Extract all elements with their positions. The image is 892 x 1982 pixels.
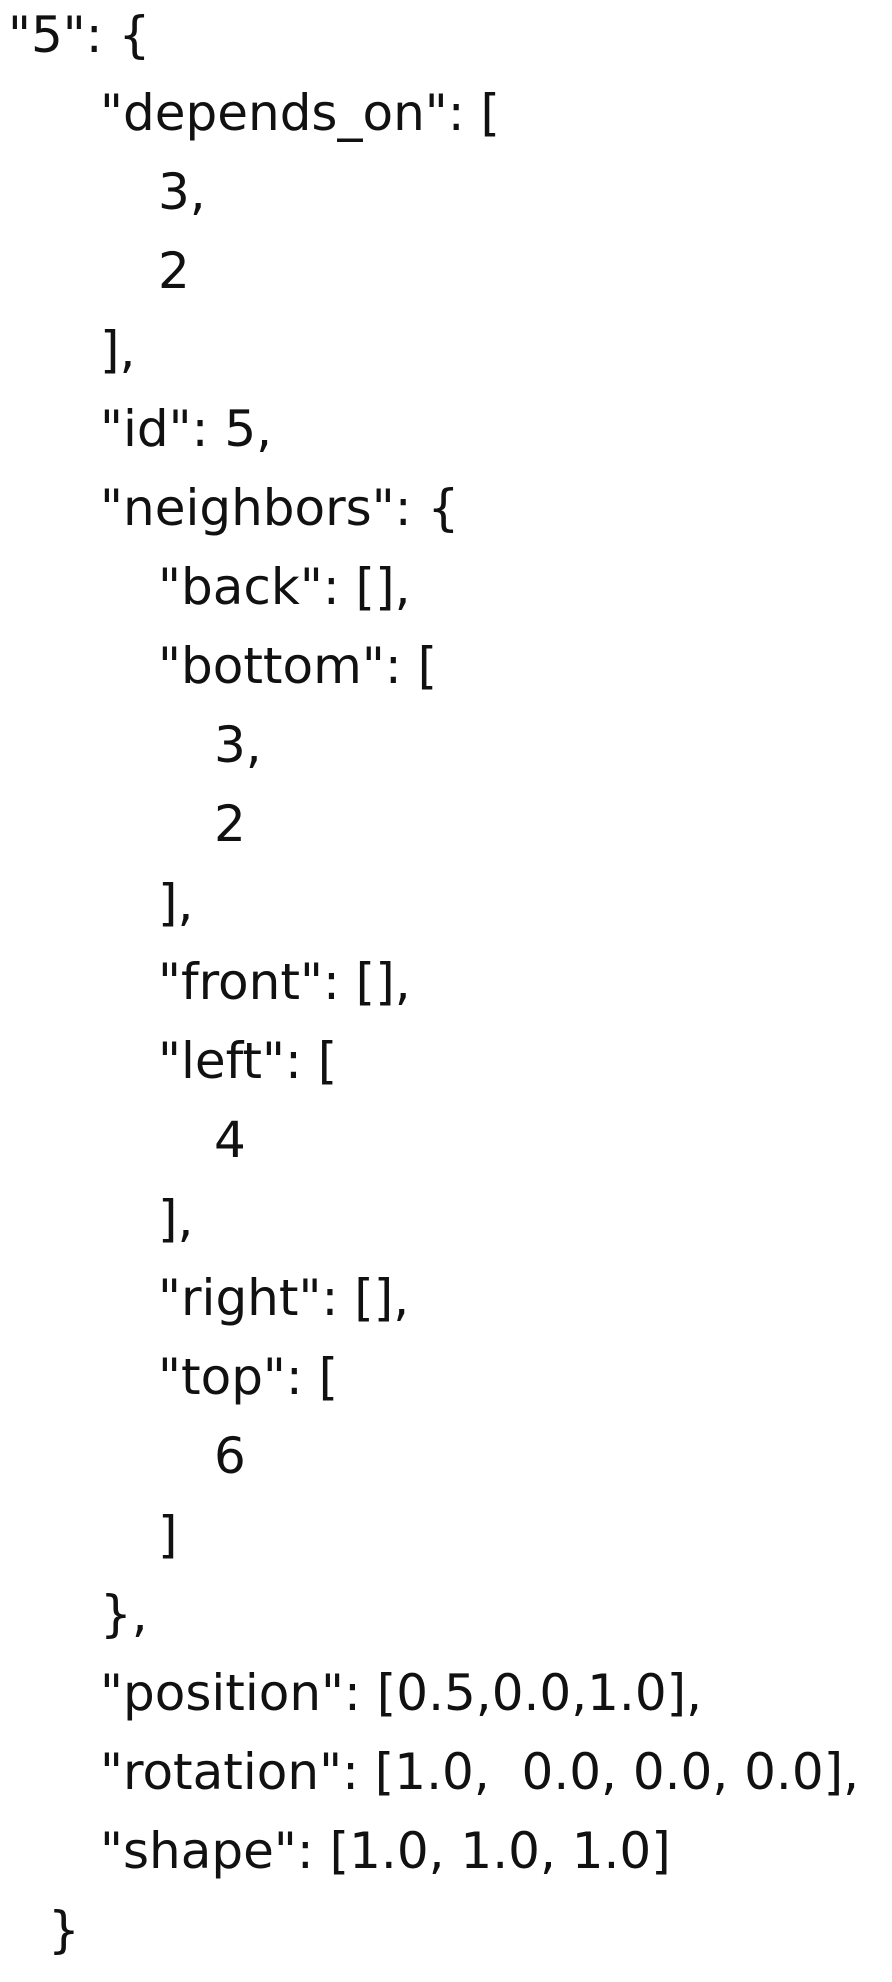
json-line: },	[100, 1585, 148, 1643]
json-line: "front": [],	[158, 953, 411, 1011]
json-line: ],	[158, 1190, 194, 1248]
json-line: "shape": [1.0, 1.0, 1.0]	[100, 1822, 671, 1880]
json-line: ],	[158, 874, 194, 932]
json-line: "depends_on": [	[100, 84, 500, 142]
json-line: "rotation": [1.0, 0.0, 0.0, 0.0],	[100, 1743, 860, 1801]
json-line: ]	[158, 1506, 178, 1564]
json-line: 2	[214, 795, 246, 853]
json-line: 2	[158, 242, 190, 300]
json-line: "right": [],	[158, 1269, 410, 1327]
json-line: 3,	[158, 163, 206, 221]
json-line: 4	[214, 1111, 246, 1169]
json-line: "top": [	[158, 1348, 339, 1406]
json-line: "back": [],	[158, 558, 411, 616]
json-line: "neighbors": {	[100, 479, 460, 537]
json-line: 6	[214, 1427, 246, 1485]
json-line: }	[48, 1901, 80, 1959]
json-line: "position": [0.5,0.0,1.0],	[100, 1664, 703, 1722]
json-line: "id": 5,	[100, 400, 273, 458]
json-line: "5": {	[8, 6, 151, 64]
json-line: "bottom": [	[158, 637, 438, 695]
json-line: ],	[100, 321, 136, 379]
json-line: 3,	[214, 716, 262, 774]
json-line: "left": [	[158, 1032, 338, 1090]
